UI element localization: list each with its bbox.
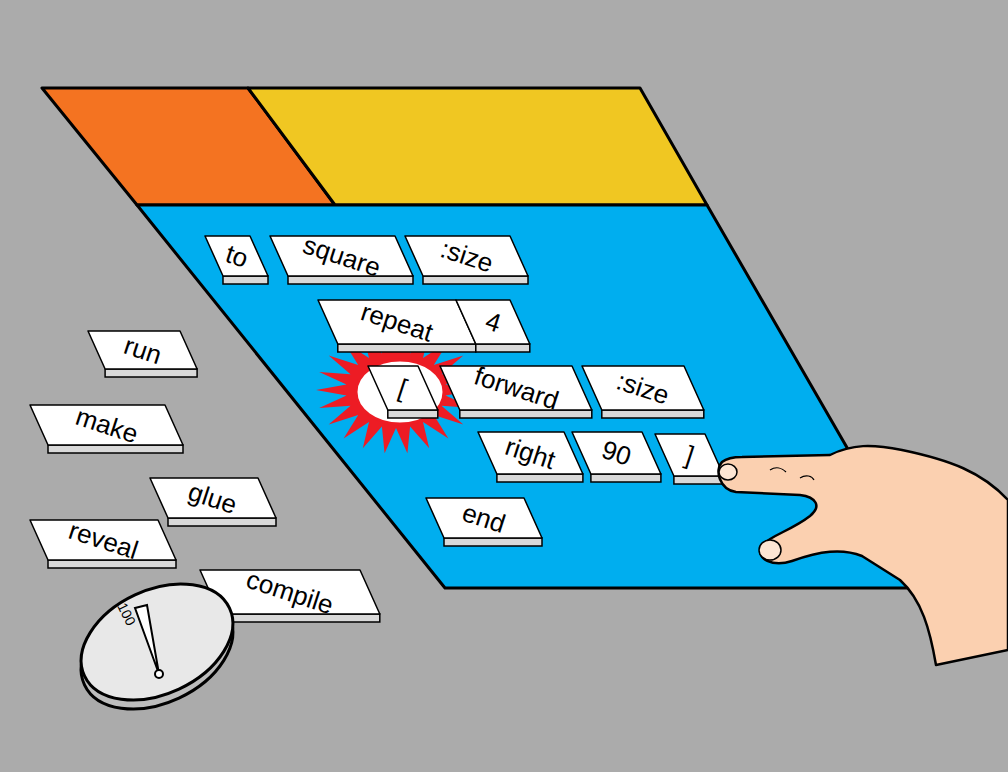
block-top: [456, 300, 530, 344]
text-holder: to: [205, 236, 268, 276]
block-side: [220, 614, 380, 622]
block-label: end: [459, 497, 510, 540]
block-label: make: [71, 400, 141, 449]
code-block: 90: [572, 432, 661, 482]
blue-board: [137, 205, 928, 588]
block-label: to: [221, 238, 251, 274]
block-label: square: [299, 229, 384, 283]
text-holder: repeat: [318, 300, 476, 344]
block-label: right: [502, 430, 560, 475]
yellow-region: [248, 88, 707, 205]
text-holder: reveal: [30, 520, 176, 560]
block-label: run: [120, 329, 165, 370]
code-block: reveal: [30, 520, 176, 568]
block-side: [288, 276, 413, 284]
block-side: [48, 560, 176, 568]
block-label: reveal: [65, 514, 142, 565]
pointing-hand: [718, 446, 1008, 665]
code-block: repeat: [318, 300, 476, 352]
code-block: to: [205, 236, 268, 284]
block-label: forward: [470, 360, 562, 416]
knuckle-lines: [770, 468, 814, 480]
text-holder: make: [30, 405, 183, 445]
block-side: [105, 369, 197, 377]
text-holder: end: [426, 498, 542, 538]
block-side: [168, 518, 276, 526]
block-top: [205, 236, 268, 276]
block-side: [223, 276, 268, 284]
block-side: [48, 445, 183, 453]
dial-pointer: [135, 605, 159, 674]
block-side: [497, 474, 583, 482]
code-block: make: [30, 405, 183, 453]
code-block: :size: [405, 236, 528, 284]
code-block: run: [88, 331, 197, 377]
text-holder: run: [88, 331, 197, 369]
block-label: 90: [598, 434, 635, 472]
dial-face: [63, 561, 252, 723]
block-label: ]: [681, 439, 697, 471]
text-holder: ]: [655, 434, 724, 476]
block-label: :size: [613, 365, 673, 411]
text-holder: 4: [456, 300, 530, 344]
block-label: glue: [185, 476, 241, 521]
burst-halo: [356, 360, 444, 424]
dial-hub: [155, 670, 163, 678]
block-side: [591, 474, 661, 482]
block-side: [602, 410, 704, 418]
code-block: end: [426, 498, 542, 546]
text-holder: forward: [440, 366, 592, 410]
code-block: glue: [150, 478, 276, 526]
text-holder: :size: [582, 366, 704, 410]
code-block: ]: [655, 434, 724, 484]
text-holder: square: [270, 236, 413, 276]
speed-dial: 100: [70, 580, 245, 715]
block-side: [476, 344, 530, 352]
block-side: [338, 344, 476, 352]
block-side: [460, 410, 592, 418]
block-top: [655, 434, 724, 476]
block-side: [388, 410, 438, 418]
text-holder: 100: [112, 594, 142, 634]
code-block: :size: [582, 366, 704, 418]
code-block: right: [478, 432, 583, 482]
block-side: [674, 476, 724, 484]
finger-nail: [719, 464, 737, 480]
block-label: :size: [436, 233, 496, 279]
block-side: [423, 276, 528, 284]
block-label: 4: [481, 305, 504, 339]
code-block: [: [368, 366, 438, 418]
text-holder: right: [478, 432, 583, 474]
block-shape: [70, 580, 245, 715]
code-block: square: [270, 236, 413, 284]
text-holder: 90: [572, 432, 661, 474]
block-top: [572, 432, 661, 474]
block-label: compile: [242, 563, 337, 620]
block-label: repeat: [357, 296, 437, 348]
text-holder: :size: [405, 236, 528, 276]
text-holder: [: [368, 366, 438, 410]
thumb-nail: [759, 540, 781, 560]
block-top: [368, 366, 438, 410]
block-label: 100: [115, 600, 140, 628]
code-block: forward: [440, 366, 592, 418]
block-label: [: [395, 372, 411, 404]
text-holder: glue: [150, 478, 276, 518]
block-side: [444, 538, 542, 546]
code-block: 4: [456, 300, 530, 352]
